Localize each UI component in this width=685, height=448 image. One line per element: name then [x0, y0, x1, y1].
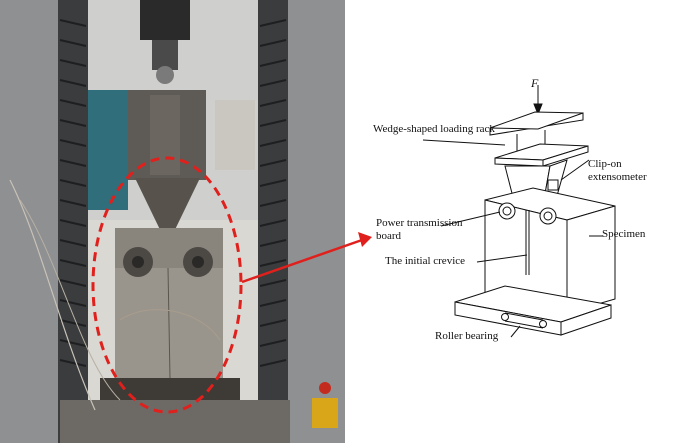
label-roller-bearing: Roller bearing	[435, 330, 499, 342]
label-initial-crevice: The initial crevice	[385, 255, 466, 267]
schematic-drawing	[422, 85, 616, 338]
left-louvers	[59, 19, 87, 367]
force-label: F	[531, 76, 539, 90]
test-setup-photo	[0, 0, 345, 443]
label-wedge-loading-rack: Wedge-shaped loading rack	[373, 123, 495, 135]
label-power-transmission-board: Power transmission board	[376, 217, 463, 242]
schematic-diagram: F Wedge-shaped loading rack Clip-on exte…	[345, 0, 685, 443]
label-specimen: Specimen	[602, 228, 646, 240]
test-setup-photo-drawing	[0, 0, 345, 443]
label-clip-on-extensometer: Clip-on extensometer	[588, 158, 647, 183]
